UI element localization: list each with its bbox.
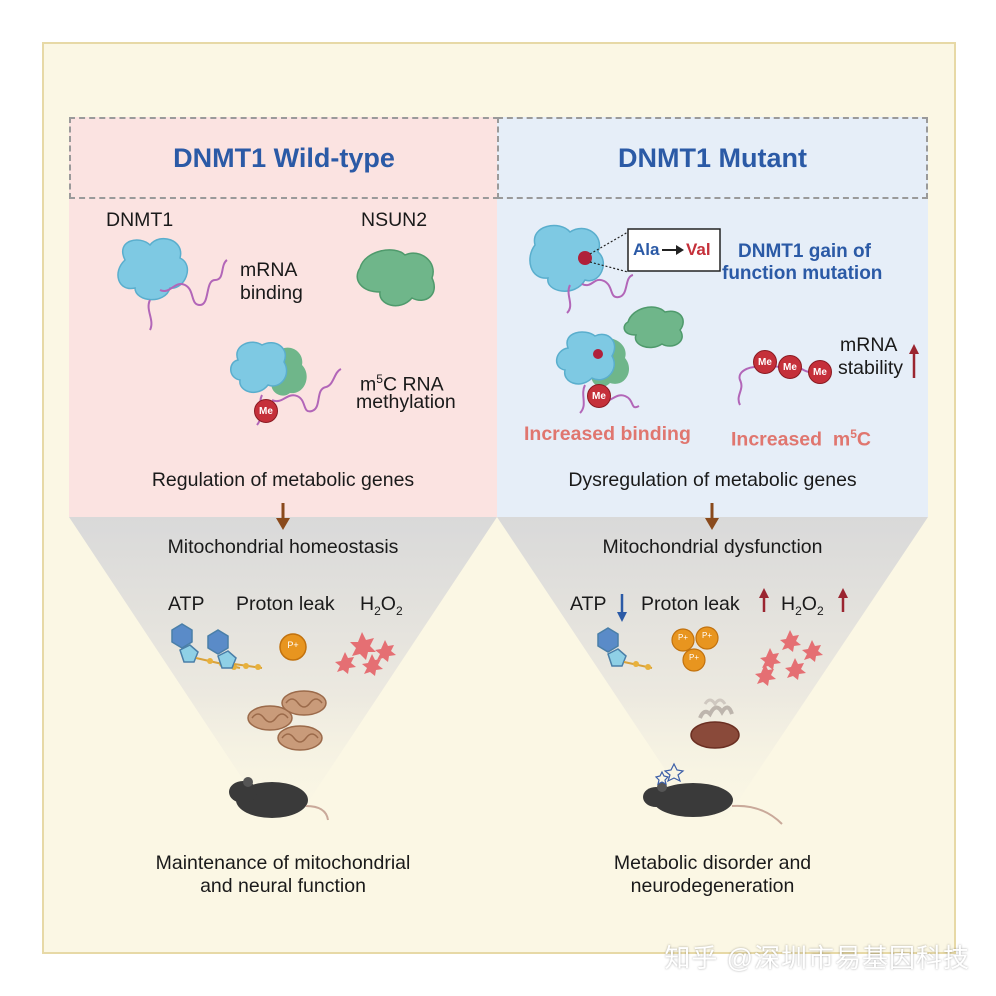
gof-mutation-label-line1: DNMT1 gain of [738, 241, 871, 262]
me-badge-left-text: Me [259, 405, 273, 417]
h2o2-o: O [380, 593, 396, 615]
mutant-dnmt1-icon [529, 224, 634, 314]
dysregulation-label: Dysregulation of metabolic genes [568, 469, 857, 491]
gof-mutation-label-line2: function mutation [722, 263, 883, 284]
m5c-methylation-label-line2: methylation [356, 391, 456, 413]
regulation-label: Regulation of metabolic genes [151, 469, 415, 491]
m5c-rest: C RNA [382, 373, 444, 396]
dnmt1-nsun2-complex-icon [230, 341, 342, 426]
nsun2-label: NSUN2 [361, 209, 428, 231]
h2o2-burst-icon [335, 632, 396, 676]
proton-leak-up-arrow-icon [759, 588, 769, 612]
proton-icons-mutant [671, 626, 719, 672]
atp-molecule-icon-mutant [597, 627, 653, 670]
me-badge-mrna-3-text: Me [813, 366, 827, 378]
atp-label: ATP [168, 593, 205, 615]
wildtype-header-title: DNMT1 Wild-type [173, 142, 395, 173]
increased-binding-label: Increased binding [524, 423, 691, 445]
proton-ball-label-mutant-1: P+ [677, 633, 688, 642]
mutant-header: DNMT1 Mutant [497, 117, 928, 199]
h2o2-h: H [360, 593, 375, 615]
me-badge-complex-text: Me [592, 390, 606, 402]
healthy-mouse-icon [229, 777, 329, 821]
val-label: Val [686, 240, 711, 259]
increased-binding-complex-icon [556, 331, 640, 414]
proton-ball-label: P+ [287, 640, 299, 650]
h2o2-sub2: 2 [395, 603, 403, 618]
increased-m5c-label: Increased m5C [731, 423, 871, 452]
mrna-binding-label-line2: binding [240, 282, 303, 304]
h2o2-sub1: 2 [374, 603, 381, 618]
proton-icon [279, 633, 307, 661]
h2o2-sub1-mutant: 2 [795, 603, 802, 618]
m5c-m: m [360, 373, 377, 396]
wildtype-funnel [69, 517, 497, 840]
mrna-stability-label-line1: mRNA [840, 334, 898, 356]
h2o2-o-mutant: O [801, 593, 817, 615]
mrna-binding-label-line1: mRNA [240, 259, 298, 281]
h2o2-sub2-mutant: 2 [816, 603, 824, 618]
proton-leak-label-mutant: Proton leak [641, 593, 740, 615]
h2o2-up-arrow-icon [838, 588, 848, 612]
ala-val-arrow-icon [662, 245, 684, 255]
me-badge-mrna-2-text: Me [783, 361, 797, 373]
watermark: 知乎 @深圳市易基因科技 [664, 943, 970, 973]
atp-molecule-icon [171, 623, 263, 670]
ala-label: Ala [633, 240, 660, 259]
increased-m5c-pre: Increased m [731, 428, 851, 451]
mitochondria-icon [247, 690, 327, 751]
atp-down-arrow-icon [617, 594, 627, 622]
mutant-funnel [497, 517, 928, 840]
h2o2-h-mutant: H [781, 593, 796, 615]
h2o2-label-mutant: H2O2 [781, 593, 824, 623]
stability-up-arrow-icon [909, 344, 919, 378]
proton-ball-label-mutant-3: P+ [688, 653, 699, 662]
me-badge-complex: Me [587, 384, 611, 408]
wildtype-panel [69, 117, 497, 517]
dnmt1-label: DNMT1 [106, 209, 174, 231]
me-badge-mrna-2: Me [778, 355, 802, 379]
nsun2-protein-icon-mutant [623, 306, 684, 349]
damaged-mitochondria-icon [690, 698, 740, 749]
methylated-mrna-icon [737, 365, 813, 406]
wildtype-outcome-line2: and neural function [200, 875, 366, 897]
m5c-superscript: 5 [376, 372, 383, 386]
increased-m5c-post: C [856, 428, 872, 451]
wildtype-header: DNMT1 Wild-type [69, 117, 499, 199]
mutant-outcome-line2: neurodegeneration [630, 875, 795, 897]
mrna-stability-label-line2: stability [838, 357, 904, 379]
mutant-mito-label: Mitochondrial dysfunction [602, 536, 823, 558]
m5c-methylation-label-line1: m5C RNA [360, 368, 444, 397]
h2o2-label: H2O2 [360, 593, 403, 623]
wildtype-down-arrow [276, 503, 290, 530]
me-badge-mrna-1-text: Me [758, 356, 772, 368]
dnmt1-protein-icon [117, 237, 189, 301]
mutant-header-title: DNMT1 Mutant [618, 142, 807, 173]
me-badge-left: Me [254, 399, 278, 423]
mrna-strand-icon [147, 259, 228, 331]
nsun2-protein-icon [356, 249, 435, 307]
wildtype-mito-label: Mitochondrial homeostasis [167, 536, 399, 558]
h2o2-burst-icon-mutant [755, 630, 823, 686]
me-badge-mrna-3: Me [808, 360, 832, 384]
increased-m5c-sup: 5 [850, 427, 857, 441]
proton-leak-label: Proton leak [236, 593, 335, 615]
proton-ball-label-mutant-2: P+ [701, 631, 712, 640]
sick-mouse-icon [643, 762, 783, 825]
mutant-panel [497, 117, 928, 517]
mutant-down-arrow [705, 503, 719, 530]
wildtype-outcome-line1: Maintenance of mitochondrial [155, 852, 411, 874]
mutant-outcome-line1: Metabolic disorder and [613, 852, 812, 874]
me-badge-mrna-1: Me [753, 350, 777, 374]
atp-label-mutant: ATP [570, 593, 607, 615]
